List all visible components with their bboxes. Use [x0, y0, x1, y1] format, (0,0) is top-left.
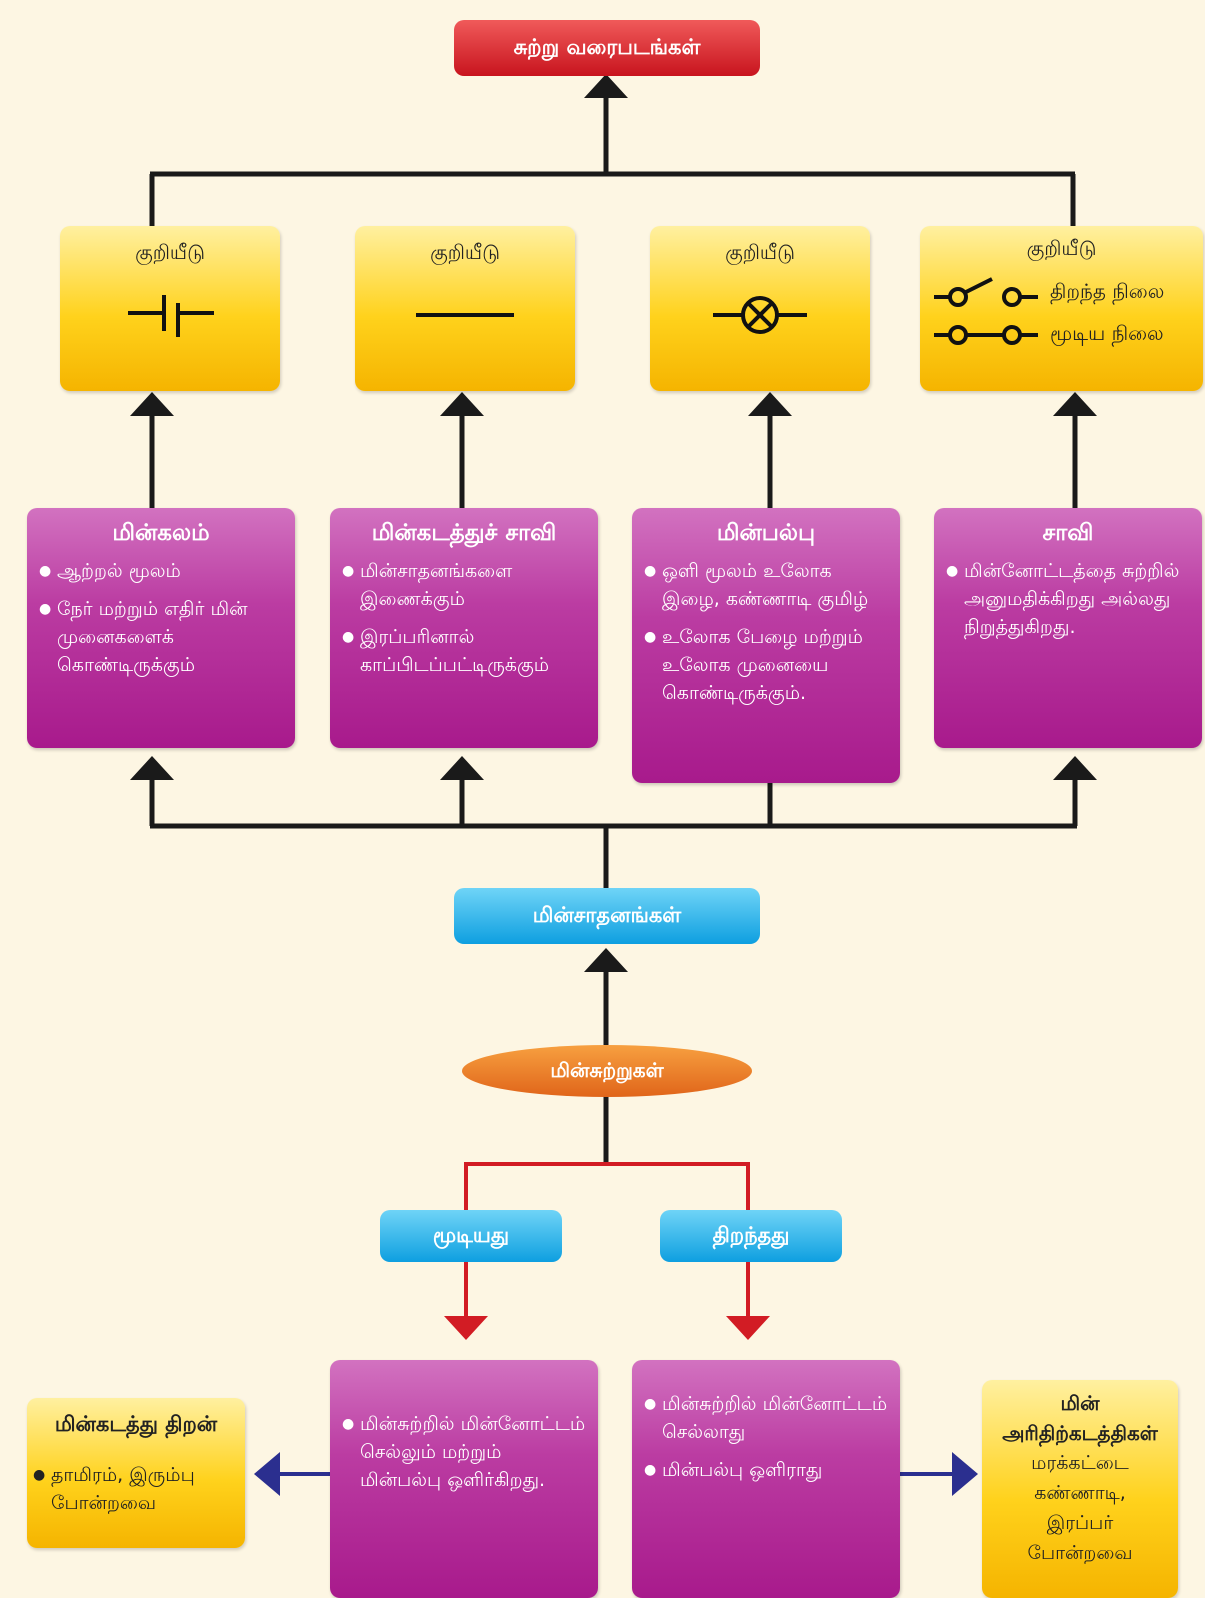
component-title: மின்பல்பு — [716, 520, 816, 546]
insulators-item: கண்ணாடி, — [1034, 1482, 1126, 1504]
symbol-box-switch: குறியீடு திறந்த நிலை மூடிய நிலை — [920, 226, 1203, 391]
closed-description: மின்சுற்றில் மின்னோட்டம் செல்லும் மற்றும… — [330, 1360, 598, 1598]
component-point: மின்சாதனங்களை இணைக்கும் — [342, 557, 586, 613]
component-title: சாவி — [1042, 520, 1094, 546]
closed-text: மூடியது — [432, 1222, 510, 1247]
conductors-title: மின்கடத்து திறன் — [54, 1412, 218, 1436]
open-text: திறந்தது — [712, 1222, 790, 1247]
title-text: சுற்று வரைபடங்கள் — [513, 34, 701, 59]
circuits-oval: மின்சுற்றுகள் — [462, 1045, 752, 1097]
component-point: ஆற்றல் மூலம் — [39, 557, 283, 585]
component-bulb: மின்பல்பு ஒளி மூலம் உலோக இழை, கண்ணாடி கு… — [632, 508, 900, 783]
insulators-title: மின் அரிதிற்கடத்திகள் — [1002, 1391, 1158, 1445]
component-point: இரப்பரினால் காப்பிடப்பட்டிருக்கும் — [342, 623, 586, 679]
insulators-box: மின் அரிதிற்கடத்திகள் மரக்கட்டை கண்ணாடி,… — [982, 1380, 1178, 1598]
switch-closed-icon — [934, 325, 1038, 345]
open-description: மின்சுற்றில் மின்னோட்டம் செல்லாது மின்பல… — [632, 1360, 900, 1598]
switch-open-icon — [934, 277, 1038, 307]
symbol-label: குறியீடு — [725, 240, 795, 264]
devices-box: மின்சாதனங்கள் — [454, 888, 760, 944]
component-title: மின்கடத்துச் சாவி — [371, 520, 557, 546]
component-point: நேர் மற்றும் எதிர் மின் முனைகளைக் கொண்டி… — [39, 595, 283, 679]
insulators-item: மரக்கட்டை — [1031, 1452, 1129, 1474]
conductors-box: மின்கடத்து திறன் தாமிரம், இரும்பு போன்றவ… — [27, 1398, 245, 1548]
conductors-item: தாமிரம், இரும்பு போன்றவை — [33, 1461, 245, 1517]
insulators-item: போன்றவை — [1027, 1542, 1133, 1564]
component-point: உலோக பேழை மற்றும் உலோக முனையை கொண்டிருக்… — [644, 623, 888, 707]
closed-box: மூடியது — [380, 1210, 562, 1262]
symbol-label: குறியீடு — [1026, 236, 1097, 260]
cell-symbol-icon — [128, 295, 214, 337]
open-box: திறந்தது — [660, 1210, 842, 1262]
component-switch: சாவி மின்னோட்டத்தை சுற்றில் அனுமதிக்கிறத… — [934, 508, 1202, 748]
closed-point: மின்சுற்றில் மின்னோட்டம் செல்லும் மற்றும… — [342, 1410, 586, 1494]
component-title: மின்கலம் — [112, 520, 210, 546]
component-point: ஒளி மூலம் உலோக இழை, கண்ணாடி குமிழ் — [644, 557, 888, 613]
symbol-box-cell: குறியீடு — [60, 226, 280, 391]
open-point: மின்பல்பு ஒளிராது — [644, 1456, 888, 1484]
switch-closed-label: மூடிய நிலை — [1050, 320, 1164, 345]
title-box: சுற்று வரைபடங்கள் — [454, 20, 760, 76]
circuits-text: மின்சுற்றுகள் — [550, 1057, 664, 1082]
symbol-box-wire: குறியீடு — [355, 226, 575, 391]
component-point: மின்னோட்டத்தை சுற்றில் அனுமதிக்கிறது அல்… — [946, 557, 1190, 641]
insulators-item: இரப்பர் — [1046, 1512, 1114, 1534]
component-wire: மின்கடத்துச் சாவி மின்சாதனங்களை இணைக்கும… — [330, 508, 598, 748]
bulb-symbol-icon — [713, 296, 807, 334]
switch-open-label: திறந்த நிலை — [1050, 278, 1165, 303]
symbol-label: குறியீடு — [430, 240, 500, 264]
wire-symbol-icon — [416, 313, 514, 317]
symbol-label: குறியீடு — [135, 240, 205, 264]
open-point: மின்சுற்றில் மின்னோட்டம் செல்லாது — [644, 1390, 888, 1446]
component-cell: மின்கலம் ஆற்றல் மூலம் நேர் மற்றும் எதிர்… — [27, 508, 295, 748]
symbol-box-bulb: குறியீடு — [650, 226, 870, 391]
devices-text: மின்சாதனங்கள் — [532, 902, 682, 927]
